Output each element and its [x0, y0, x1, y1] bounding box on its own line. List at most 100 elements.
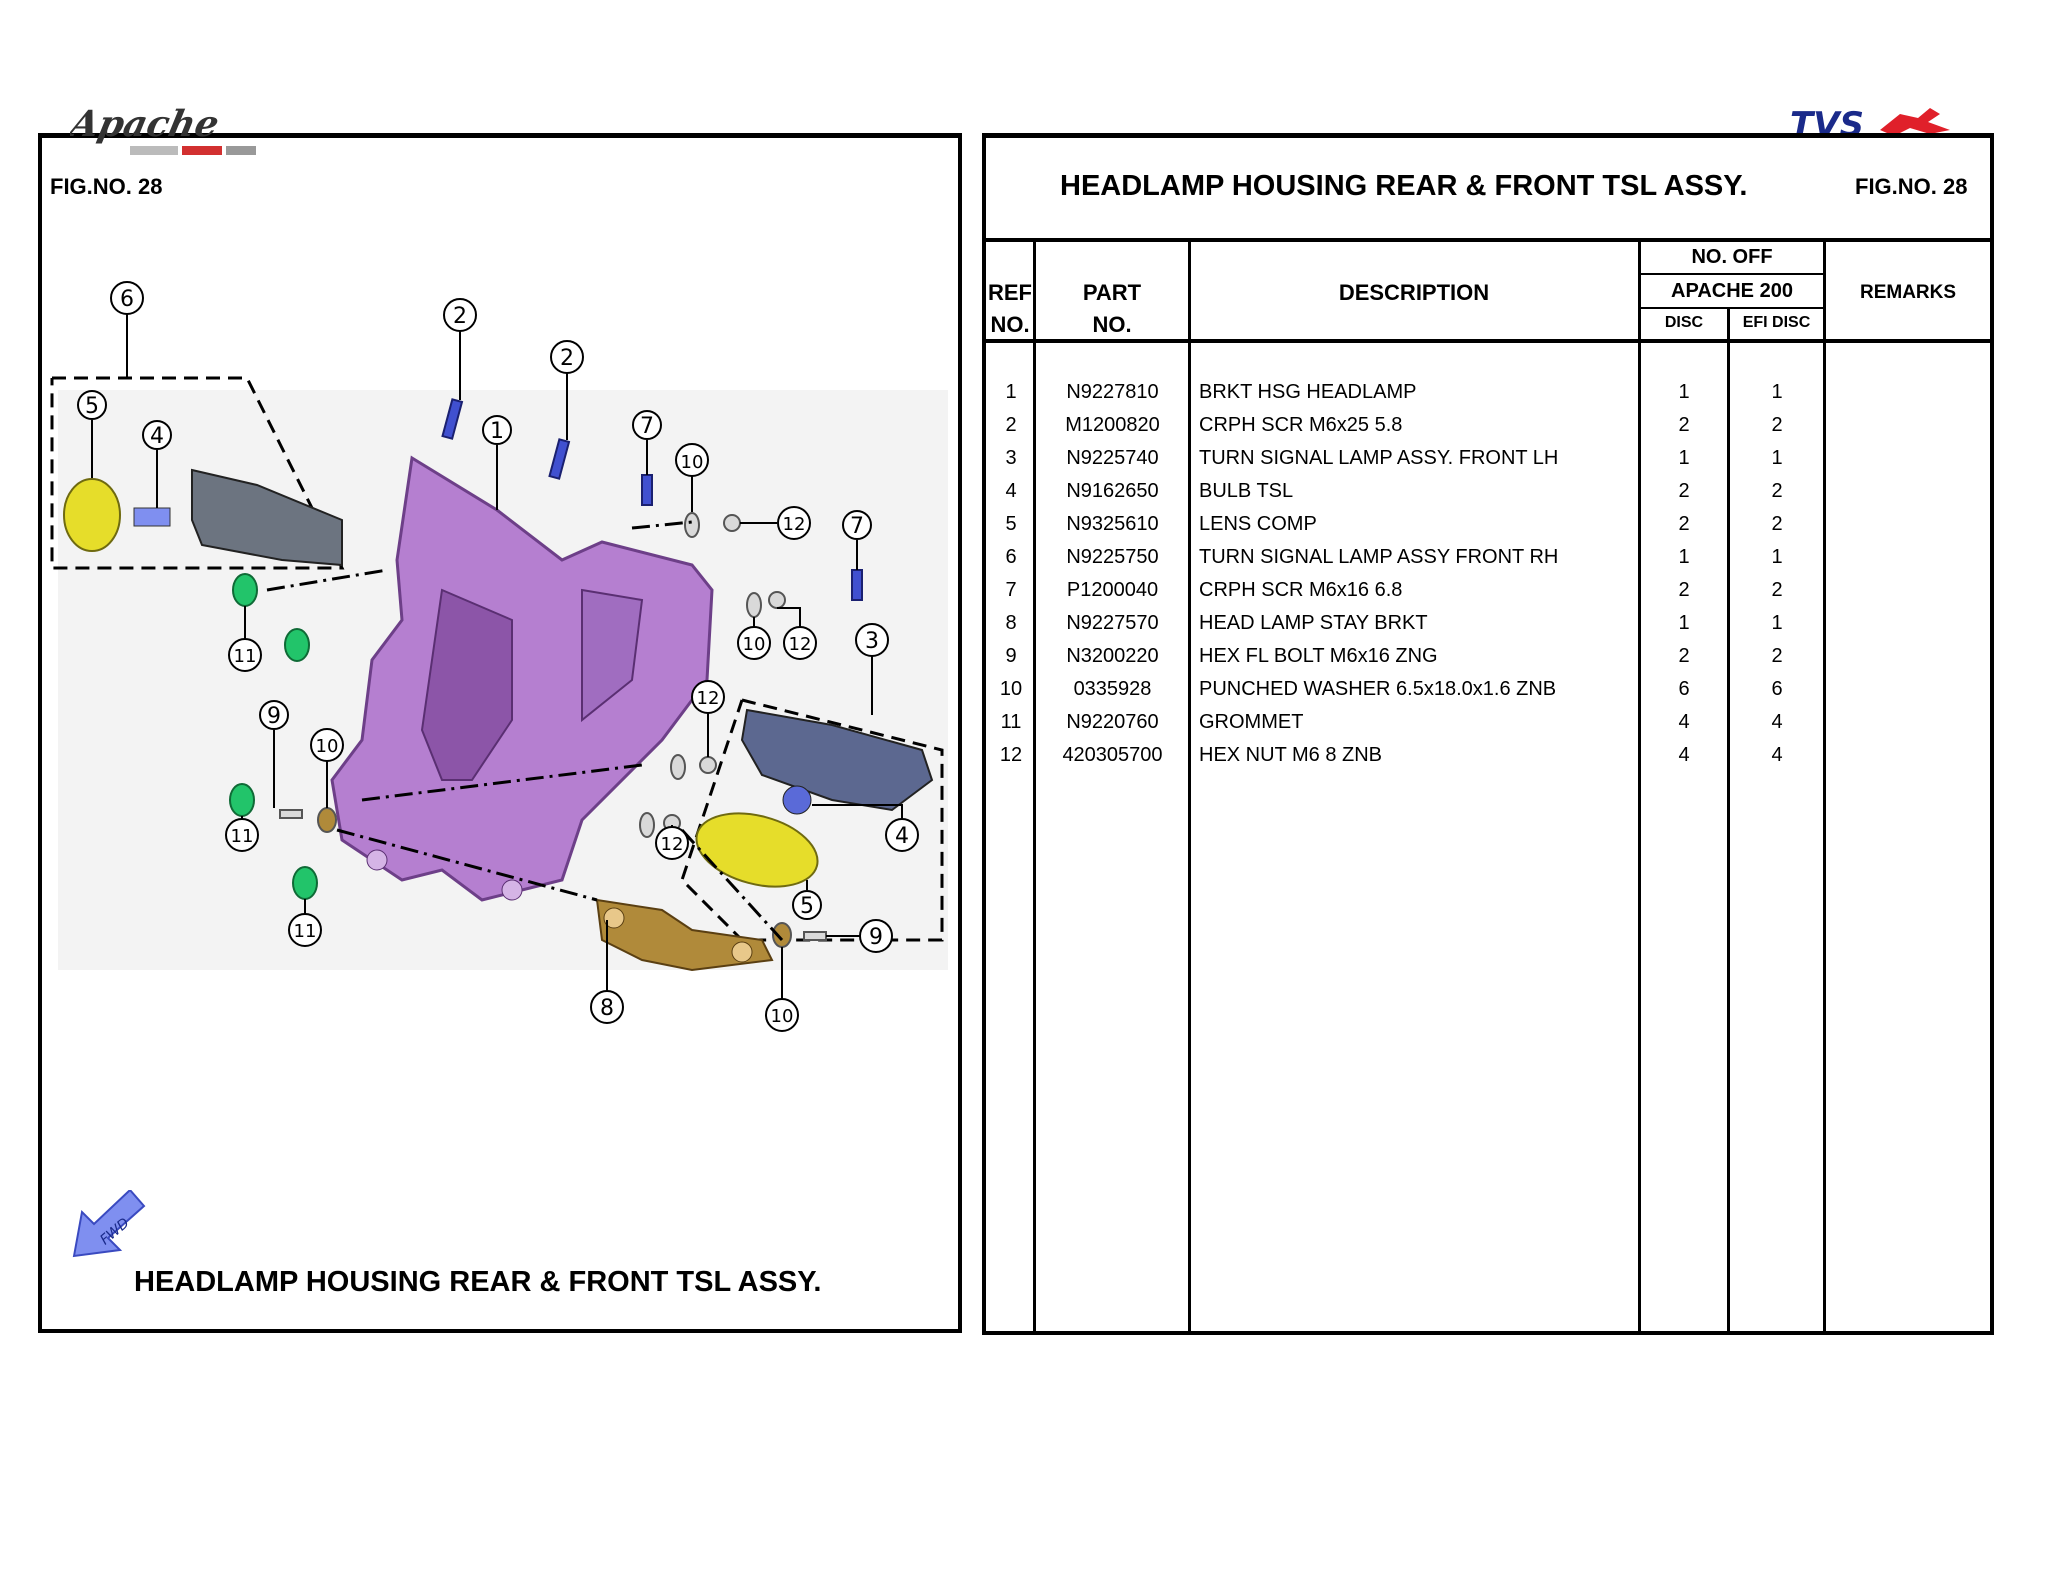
right-signal-housing	[740, 708, 934, 812]
row-part-no: N9220760	[1066, 711, 1159, 733]
callout-2a: 2	[443, 298, 477, 400]
apache-logo: Apache	[63, 100, 300, 171]
left-bulb	[133, 507, 171, 527]
row-part-no: N9162650	[1066, 480, 1159, 502]
row-ref: 11	[1000, 711, 1022, 733]
row-efi-disc-qty: 1	[1771, 447, 1783, 469]
row-efi-disc-qty: 2	[1771, 480, 1783, 502]
callout-11c: 11	[288, 899, 322, 947]
callout-12b: 12	[777, 607, 817, 660]
table-title: HEADLAMP HOUSING REAR & FRONT TSL ASSY.	[1060, 170, 1748, 202]
header-part: PART	[1082, 280, 1142, 305]
table-top-rule	[986, 238, 1990, 242]
row-part-no: P1200040	[1066, 579, 1159, 601]
grommet-icon	[292, 866, 318, 900]
headlamp-bracket	[330, 455, 714, 902]
row-disc-qty: 2	[1678, 579, 1690, 601]
row-disc-qty: 1	[1678, 612, 1690, 634]
table-header-rule	[986, 339, 1990, 343]
parts-table-frame	[982, 133, 1994, 1335]
col-divider	[1188, 240, 1191, 1332]
svg-text:11: 11	[294, 921, 317, 942]
row-part-no: 0335928	[1073, 678, 1152, 700]
svg-text:5: 5	[85, 394, 99, 419]
row-part-no: N9227810	[1066, 381, 1159, 403]
svg-text:8: 8	[600, 996, 614, 1021]
right-bulb	[782, 785, 812, 815]
callout-4b: 4	[812, 804, 919, 852]
figure-number-left: FIG.NO. 28	[50, 174, 163, 199]
callout-7b: 7	[842, 510, 872, 570]
tvs-logo: TVS	[1790, 100, 1960, 153]
svg-text:10: 10	[771, 1006, 794, 1027]
row-ref: 6	[1005, 546, 1017, 568]
right-lens	[695, 812, 819, 888]
row-part-no: N3200220	[1066, 645, 1159, 667]
row-disc-qty: 2	[1678, 480, 1690, 502]
callout-10c: 10	[310, 728, 344, 808]
row-disc-qty: 2	[1678, 414, 1690, 436]
row-description: BRKT HSG HEADLAMP	[1199, 381, 1417, 403]
header-ref-no: NO.	[990, 312, 1030, 337]
model-rule	[1640, 307, 1824, 309]
svg-text:9: 9	[869, 925, 883, 950]
svg-text:3: 3	[865, 629, 879, 654]
callout-9b: 9	[826, 919, 893, 953]
row-disc-qty: 4	[1678, 744, 1690, 766]
header-ref: REF	[988, 280, 1032, 305]
screw-icon	[548, 438, 571, 480]
callout-4: 4	[142, 420, 172, 508]
callout-10a: 10	[675, 443, 709, 512]
svg-text:TVS: TVS	[1790, 105, 1864, 145]
left-lens	[63, 478, 121, 552]
row-part-no: N9225740	[1066, 447, 1159, 469]
svg-text:10: 10	[743, 634, 766, 655]
svg-text:1: 1	[490, 419, 504, 444]
row-efi-disc-qty: 2	[1771, 513, 1783, 535]
svg-text:11: 11	[234, 646, 257, 667]
header-description: DESCRIPTION	[1338, 280, 1490, 305]
svg-text:10: 10	[681, 452, 704, 473]
row-efi-disc-qty: 2	[1771, 579, 1783, 601]
col-divider	[1727, 308, 1730, 1332]
callout-10d: 10	[765, 947, 799, 1032]
callout-11b: 11	[225, 816, 259, 852]
row-ref: 10	[999, 678, 1023, 700]
left-signal-housing	[191, 468, 343, 567]
svg-text:12: 12	[783, 514, 806, 535]
svg-text:12: 12	[661, 834, 684, 855]
row-efi-disc-qty: 1	[1771, 546, 1783, 568]
row-efi-disc-qty: 4	[1771, 744, 1783, 766]
grommet-icon	[232, 573, 258, 607]
col-divider	[1638, 240, 1641, 1332]
row-description: LENS COMP	[1199, 513, 1317, 535]
col-divider	[1823, 240, 1826, 1332]
callout-8: 8	[590, 920, 624, 1024]
row-disc-qty: 4	[1678, 711, 1690, 733]
callout-5b: 5	[792, 880, 822, 920]
callout-5: 5	[77, 390, 107, 478]
callout-12a: 12	[740, 506, 811, 540]
header-no-off: NO. OFF	[1691, 246, 1773, 268]
row-ref: 9	[1005, 645, 1017, 667]
row-description: HEX NUT M6 8 ZNB	[1199, 744, 1382, 766]
svg-text:5: 5	[800, 894, 814, 919]
row-disc-qty: 6	[1678, 678, 1690, 700]
svg-text:7: 7	[640, 414, 654, 439]
callout-11a: 11	[228, 606, 262, 672]
row-ref: 1	[1005, 381, 1017, 403]
row-description: CRPH SCR M6x16 6.8	[1199, 579, 1403, 601]
fwd-arrow-icon: FWD	[68, 1188, 148, 1275]
row-ref: 8	[1005, 612, 1017, 634]
row-disc-qty: 2	[1678, 645, 1690, 667]
callout-10b: 10	[737, 617, 771, 660]
row-ref: 5	[1005, 513, 1017, 535]
screw-icon	[851, 569, 863, 601]
callout-2b: 2	[550, 340, 584, 440]
svg-text:4: 4	[895, 824, 909, 849]
diagram-frame	[38, 133, 962, 1333]
row-disc-qty: 2	[1678, 513, 1690, 535]
grommet-icon	[284, 628, 310, 662]
screw-icon	[641, 474, 653, 506]
callout-6: 6	[110, 281, 144, 378]
